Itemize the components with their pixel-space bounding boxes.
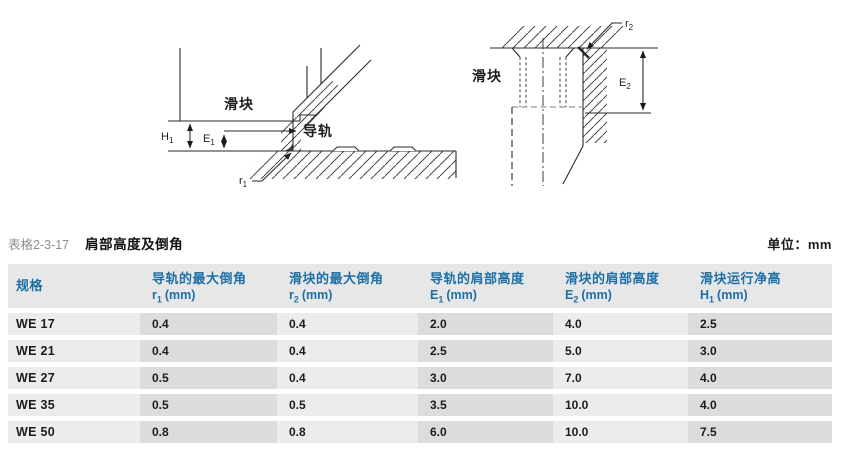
value-cell: 3.0 [418, 367, 553, 389]
spec-cell: WE 50 [8, 421, 140, 443]
value-cell: 0.4 [277, 313, 418, 335]
header-h1: 滑块运行净高 H1(mm) [700, 271, 782, 305]
header-r2: 滑块的最大倒角 r2(mm) [289, 271, 384, 305]
table-number: 表格2-3-17 [8, 238, 70, 252]
block-hatch [583, 48, 607, 143]
value-cell: 4.0 [553, 313, 688, 335]
r2-dim-label: r2 [625, 18, 634, 32]
header-e1: 导轨的肩部高度 E1(mm) [430, 271, 525, 305]
value-cell: 0.4 [277, 340, 418, 362]
e2-dim-label: E2 [619, 77, 631, 91]
rail-label: 导轨 [303, 123, 333, 139]
table-row: WE 35 0.5 0.5 3.5 10.0 4.0 [8, 394, 832, 416]
right-slider-label: 滑块 [472, 68, 502, 84]
spec-cell: WE 27 [8, 367, 140, 389]
value-cell: 4.0 [688, 394, 832, 416]
value-cell: 6.0 [418, 421, 553, 443]
spec-table: 规格 导轨的最大倒角 r1(mm) 滑块的最大倒角 r2(mm) 导轨的肩部高度… [8, 264, 832, 443]
spec-cell: WE 35 [8, 394, 140, 416]
corner-hatch [281, 76, 341, 151]
drawings-svg: 滑块 导轨 H1 E1 r1 滑块 E [161, 18, 658, 189]
spec-cell: WE 17 [8, 313, 140, 335]
e1-dim-label: E1 [203, 133, 215, 147]
value-cell: 0.8 [140, 421, 277, 443]
value-cell: 0.4 [277, 367, 418, 389]
table-row: WE 27 0.5 0.4 3.0 7.0 4.0 [8, 367, 832, 389]
rail-shoulder-figure [168, 44, 457, 182]
value-cell: 0.5 [277, 394, 418, 416]
table-title: 肩部高度及倒角 [85, 237, 184, 252]
technical-drawings: 滑块 导轨 H1 E1 r1 滑块 E [0, 0, 843, 226]
header-spec: 规格 [16, 278, 44, 293]
base-hatch [240, 151, 456, 179]
value-cell: 0.4 [140, 340, 277, 362]
value-cell: 0.5 [140, 367, 277, 389]
r1-dim-label: r1 [239, 175, 248, 189]
value-cell: 2.5 [418, 340, 553, 362]
r2-chamfer [577, 46, 590, 59]
value-cell: 3.5 [418, 394, 553, 416]
value-cell: 3.0 [688, 340, 832, 362]
value-cell: 0.5 [140, 394, 277, 416]
table-header-row: 规格 导轨的最大倒角 r1(mm) 滑块的最大倒角 r2(mm) 导轨的肩部高度… [8, 264, 832, 308]
value-cell: 2.0 [418, 313, 553, 335]
header-r1: 导轨的最大倒角 r1(mm) [152, 271, 247, 305]
spec-cell: WE 21 [8, 340, 140, 362]
unit-note: 单位：mm [767, 237, 832, 252]
table-row: WE 21 0.4 0.4 2.5 5.0 3.0 [8, 340, 832, 362]
table-row: WE 17 0.4 0.4 2.0 4.0 2.5 [8, 313, 832, 335]
left-slider-label: 滑块 [224, 96, 254, 112]
value-cell: 10.0 [553, 421, 688, 443]
h1-dim-label: H1 [161, 131, 174, 145]
r1-fillet [283, 141, 293, 151]
table-row: WE 50 0.8 0.8 6.0 10.0 7.5 [8, 421, 832, 443]
slider-shoulder-figure [490, 22, 658, 186]
value-cell: 2.5 [688, 313, 832, 335]
value-cell: 7.5 [688, 421, 832, 443]
value-cell: 5.0 [553, 340, 688, 362]
value-cell: 7.0 [553, 367, 688, 389]
table-caption-bar: 表格2-3-17 肩部高度及倒角 单位：mm [8, 233, 832, 253]
value-cell: 0.8 [277, 421, 418, 443]
value-cell: 0.4 [140, 313, 277, 335]
value-cell: 10.0 [553, 394, 688, 416]
header-e2: 滑块的肩部高度 E2(mm) [565, 271, 660, 305]
value-cell: 4.0 [688, 367, 832, 389]
